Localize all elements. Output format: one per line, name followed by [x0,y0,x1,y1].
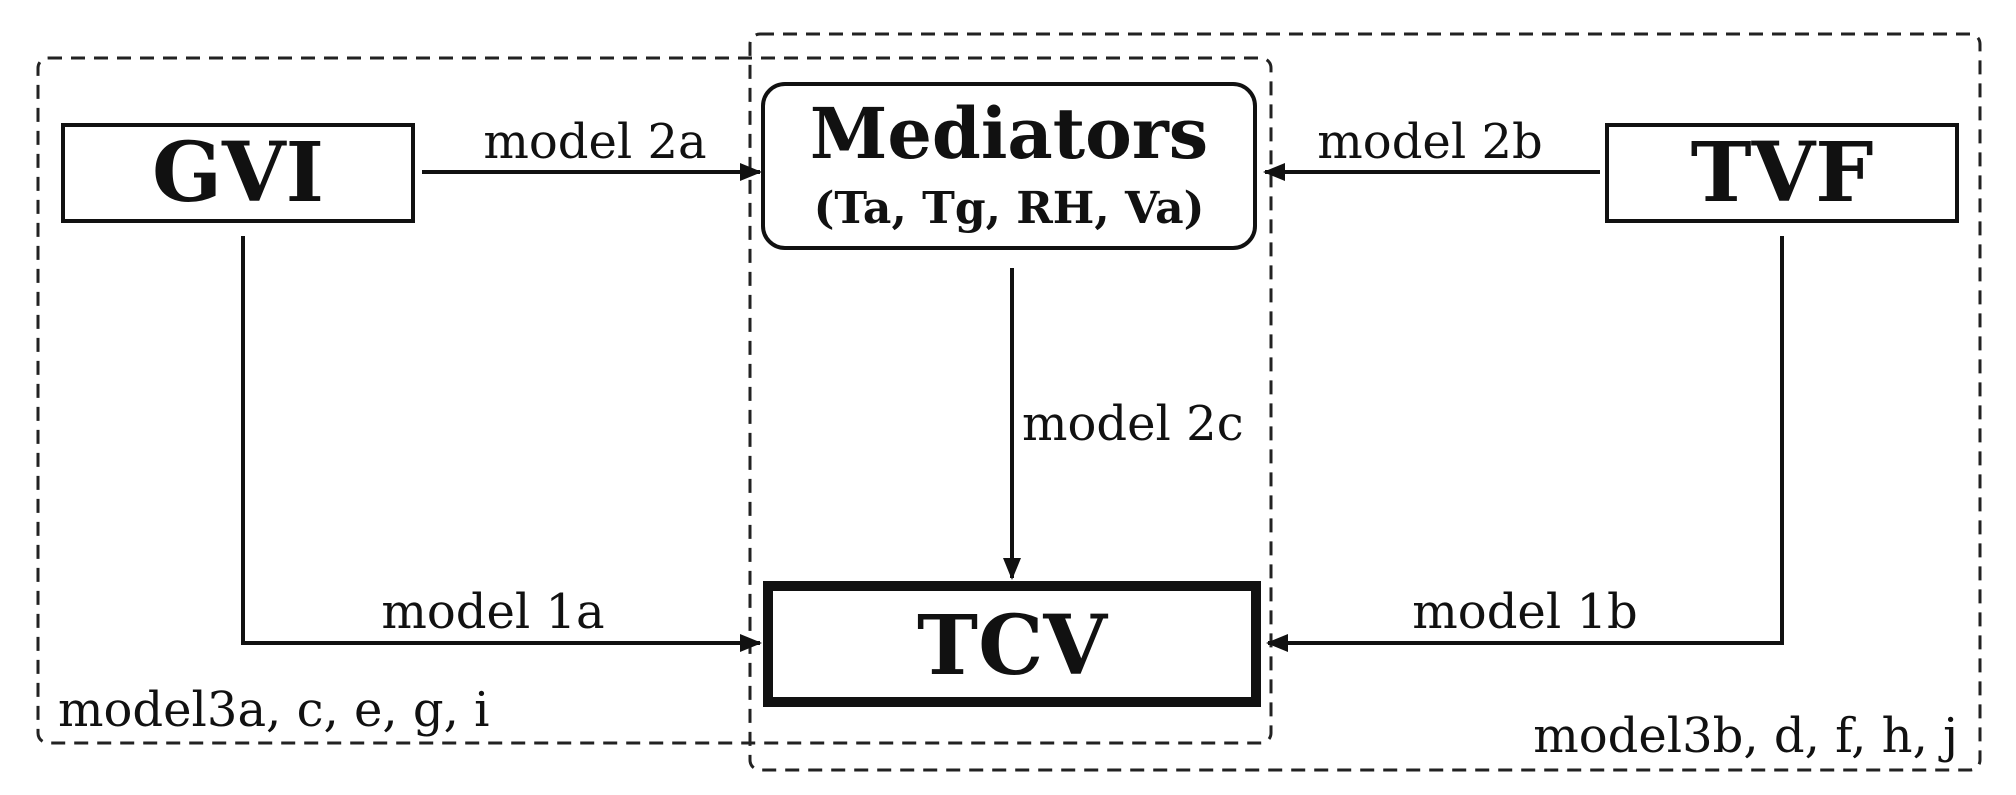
gvi-node: GVI [61,123,415,223]
mediators-subtitle: (Ta, Tg, RH, Va) [814,183,1205,234]
right-model-group-outline [748,32,1982,772]
mediators-title: Mediators [810,92,1208,175]
left-model-group-outline [36,56,1273,745]
gvi-label: GVI [152,125,324,221]
tvf-label: TVF [1691,125,1874,221]
arrow-model-1b [1266,236,1784,652]
mediators-node: Mediators (Ta, Tg, RH, Va) [761,82,1257,250]
arrow-model-1a [241,236,762,652]
model-1b-label: model 1b [1412,584,1637,640]
tcv-node: TCV [763,581,1261,707]
tvf-node: TVF [1605,123,1959,223]
right-group-label: model3b, d, f, h, j [1533,708,1958,764]
tcv-label: TCV [917,598,1108,694]
model-1a-label: model 1a [381,584,604,640]
model-2c-label: model 2c [1022,396,1244,452]
left-group-label: model3a, c, e, g, i [58,682,489,738]
model-2a-label: model 2a [483,114,706,170]
model-2b-label: model 2b [1317,114,1542,170]
